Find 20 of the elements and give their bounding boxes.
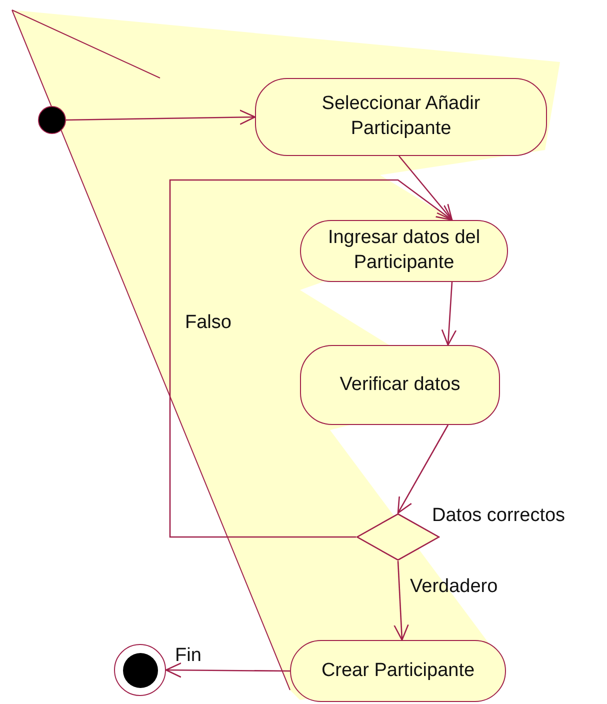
activity-box <box>255 78 547 156</box>
activity-label: Seleccionar Añadir Participante <box>320 92 482 141</box>
arrow <box>394 560 409 641</box>
arrow <box>165 662 290 678</box>
edge-label: Verdadero <box>410 576 498 598</box>
activity-box <box>300 345 500 425</box>
arrow <box>398 156 453 221</box>
arrow <box>169 179 453 538</box>
arrow <box>66 110 256 125</box>
arrow <box>397 424 449 514</box>
activity-label: Verificar datos <box>338 372 462 397</box>
final-state <box>114 644 166 696</box>
arrow <box>441 282 457 346</box>
state-label: Fin <box>175 645 202 667</box>
activity-label: Crear Participante <box>320 658 476 683</box>
state-label: Datos correctos <box>432 505 566 527</box>
activity-box <box>290 640 506 702</box>
activity-label: Ingresar datos del Participante <box>326 226 482 275</box>
edge-label: Falso <box>185 312 232 334</box>
initial-state <box>38 106 66 134</box>
